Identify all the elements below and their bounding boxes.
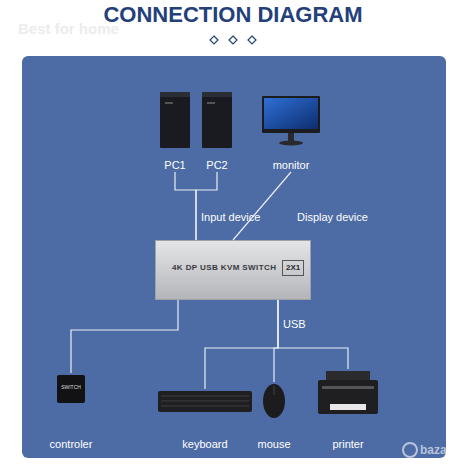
watermark-text: bazar (420, 443, 451, 457)
keyboard-picture (158, 391, 252, 412)
printer-paper (330, 404, 366, 410)
printer-node: printer (312, 369, 384, 451)
diamond-symbol (248, 36, 256, 44)
kvm-switch-box: 4K DP USB KVM SWITCH 2X1 (155, 240, 311, 300)
connector-line (274, 300, 278, 382)
node-subtext: controler (50, 438, 93, 451)
printer-body (318, 380, 378, 414)
controller-body (57, 375, 85, 403)
controller-node: SWITCH controler (44, 373, 98, 451)
monitor-frame (262, 96, 320, 133)
title-diamonds (210, 36, 256, 44)
connector-line (175, 172, 196, 240)
printer-picture (318, 371, 378, 414)
connector-path (175, 172, 196, 240)
connector-label: Input device (201, 211, 260, 224)
diamond-symbol (229, 36, 237, 44)
monitor-picture (262, 96, 320, 146)
keyboard-node: keyboard (156, 389, 254, 451)
connector-path (196, 172, 217, 240)
key-row (161, 406, 249, 407)
tower-body (160, 92, 190, 148)
mouse-node: mouse (252, 382, 296, 451)
key-row (161, 396, 249, 397)
mouse-wheel (274, 386, 275, 395)
tower-top (160, 92, 190, 97)
node-label: SWITCH (61, 384, 81, 390)
node-label: printer (332, 438, 363, 451)
tower-body (202, 92, 232, 148)
node-label: mouse (257, 438, 290, 451)
background-panel (22, 56, 446, 458)
connector-label: USB (283, 318, 306, 331)
keyboard-body (158, 391, 252, 412)
connector-path (205, 300, 278, 389)
printer-tray (326, 371, 370, 381)
keyboard-keys (161, 396, 249, 406)
tower-top (202, 92, 232, 97)
diamond-symbol (210, 36, 218, 44)
connector-line (196, 172, 217, 240)
node-label: PC2 (206, 159, 227, 172)
monitor-base (279, 141, 303, 146)
computer-node: PC2 (196, 90, 238, 172)
monitor-screen (264, 98, 318, 129)
connector-line (278, 300, 348, 369)
node-label: monitor (273, 159, 310, 172)
connector-path (71, 300, 178, 373)
watermark-text: Best for home (18, 20, 119, 37)
computer-node: PC1 (154, 90, 196, 172)
tower-detail (207, 102, 215, 104)
node-label: PC1 (164, 159, 185, 172)
controller-picture (57, 375, 85, 403)
printer-slot (322, 386, 374, 389)
connector-path (274, 300, 278, 382)
connector-line (71, 300, 178, 373)
watermark-logo (403, 443, 417, 457)
logo-ring (403, 443, 417, 457)
pc1-tower (160, 92, 190, 148)
mouse-picture (263, 384, 285, 418)
pc2-tower (202, 92, 232, 148)
monitor-node: monitor (260, 94, 322, 172)
connector-line (205, 300, 278, 389)
key-row (161, 401, 249, 402)
connector-path (233, 172, 291, 240)
connector-path (278, 300, 348, 369)
connector-line (233, 172, 291, 240)
node-label: keyboard (182, 438, 227, 451)
tower-detail (165, 102, 173, 104)
node-label: 4K DP USB KVM SWITCH (172, 263, 276, 273)
connector-label: Display device (297, 211, 368, 224)
mouse-body (263, 384, 285, 418)
node-subtext: 2X1 (282, 260, 304, 276)
